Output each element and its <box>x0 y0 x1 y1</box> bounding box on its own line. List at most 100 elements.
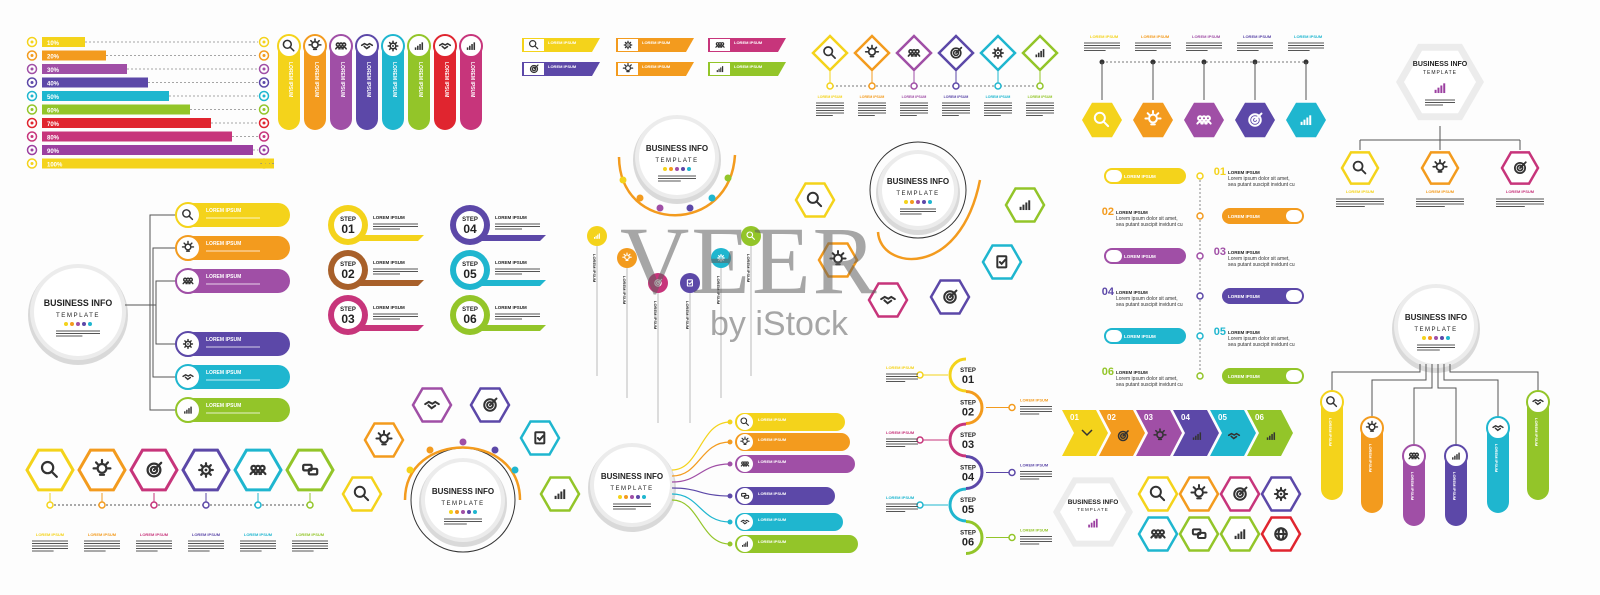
bar-bullet <box>26 63 38 75</box>
circle-title: BUSINESS INFO <box>646 144 708 153</box>
bar-bullet <box>26 158 38 169</box>
circle-title: BUSINESS INFO <box>44 298 113 308</box>
color-dot <box>473 510 477 514</box>
nl-pill <box>1222 288 1304 304</box>
ltp-node <box>727 493 733 499</box>
hexrow-title: LOREM IPSUM <box>1090 34 1119 39</box>
bht-node <box>254 501 262 509</box>
tree-branch <box>150 304 178 345</box>
nl-title: LOREM IPSUM <box>1116 210 1148 215</box>
radial-column-title: LOREM IPSUM <box>592 254 597 283</box>
diamond-node <box>910 82 918 90</box>
vertical-pills: LOREM IPSUM LOREM IPSUM LOREM IPSUM LOREM I… <box>277 34 483 130</box>
bar-label: 10% <box>47 41 60 47</box>
pill-title: LOREM IPSUM <box>313 62 319 97</box>
step-number: 03 <box>341 312 355 326</box>
nl-body-1: Lorem ipsum dolor sit amet, <box>1116 376 1178 382</box>
tree-title: LOREM IPSUM <box>206 208 241 214</box>
color-dot <box>928 200 932 204</box>
bar <box>42 91 169 101</box>
tree-title: LOREM IPSUM <box>206 370 241 376</box>
step-number: 04 <box>463 222 477 236</box>
nl-node <box>1196 252 1204 260</box>
search-icon <box>282 39 295 52</box>
color-dot <box>636 495 640 499</box>
bar-end <box>258 104 270 115</box>
arrow-number: 01 <box>1070 413 1079 422</box>
doc-icon <box>534 431 546 445</box>
rr-hex <box>794 182 836 218</box>
handshake-icon <box>1492 424 1504 432</box>
tree-branch <box>150 280 178 306</box>
tree-icon-circle <box>175 364 201 390</box>
nl-body-1: Lorem ipsum dolor sit amet, <box>1116 216 1178 222</box>
color-dot <box>455 510 459 514</box>
nl-body-2: sea putant suscipit invidunt cu <box>1228 342 1295 348</box>
pill-title: LOREM IPSUM <box>339 62 345 97</box>
ltp-pill <box>735 433 850 451</box>
tree-branch <box>150 304 178 378</box>
chart-icon <box>1434 83 1446 94</box>
nl-body-1: Lorem ipsum dolor sit amet, <box>1228 256 1290 262</box>
rr-hex <box>817 242 859 278</box>
hc-arc <box>403 446 522 501</box>
nl-title: LOREM IPSUM <box>1116 370 1148 375</box>
hexrow-title: LOREM IPSUM <box>1294 34 1323 39</box>
nl-title: LOREM IPSUM <box>1228 330 1260 335</box>
vs-node <box>1008 533 1016 542</box>
bar-label: 100% <box>47 163 63 169</box>
hg-hex <box>1137 476 1179 512</box>
chart-icon <box>1452 452 1460 460</box>
bht-title: LOREM IPSUM <box>192 532 221 537</box>
target-icon <box>483 397 498 412</box>
color-dot <box>461 510 465 514</box>
vs-arc <box>965 390 984 425</box>
search-icon <box>1093 111 1110 128</box>
radial-column-title: LOREM IPSUM <box>653 301 658 330</box>
bar-bullet <box>26 131 38 142</box>
pill-title: LOREM IPSUM <box>443 62 449 97</box>
tab-icon-box <box>710 63 730 75</box>
rr-hex <box>867 282 909 318</box>
bar-end <box>258 77 270 88</box>
step-title: LOREM IPSUM <box>495 305 527 310</box>
tree-title: LOREM IPSUM <box>206 337 241 343</box>
nl-pill <box>1222 368 1304 384</box>
org-title: BUSINESS INFO <box>1413 61 1468 68</box>
tab-icon-box <box>524 39 544 51</box>
bar-end <box>258 144 270 156</box>
color-dot <box>624 495 628 499</box>
pill-title: LOREM IPSUM <box>469 62 475 97</box>
vs-arc <box>948 357 967 393</box>
ltp-link <box>671 499 731 545</box>
radial-node <box>708 194 716 202</box>
step-center <box>456 211 484 239</box>
color-dot <box>663 167 667 171</box>
chart-icon <box>742 541 748 547</box>
org-bottom-pill <box>1361 418 1383 513</box>
bar-end-dot <box>262 108 266 111</box>
step-title: LOREM IPSUM <box>495 215 527 220</box>
tree-pill <box>178 398 290 422</box>
diamond <box>1021 34 1059 72</box>
radial-column-title: LOREM IPSUM <box>716 276 721 305</box>
bar-end <box>258 158 270 169</box>
target-icon <box>1248 112 1263 127</box>
bulb-icon <box>864 44 880 58</box>
bar-end <box>258 50 270 61</box>
hg-hex <box>1178 476 1220 512</box>
ltp-title: LOREM IPSUM <box>758 539 787 544</box>
vs-arc <box>965 455 984 490</box>
bht-title: LOREM IPSUM <box>88 532 117 537</box>
radial-node <box>686 204 694 212</box>
chart-icon <box>1266 432 1276 440</box>
nl-body-2: sea putant suscipit invidunt cu <box>1228 262 1295 268</box>
